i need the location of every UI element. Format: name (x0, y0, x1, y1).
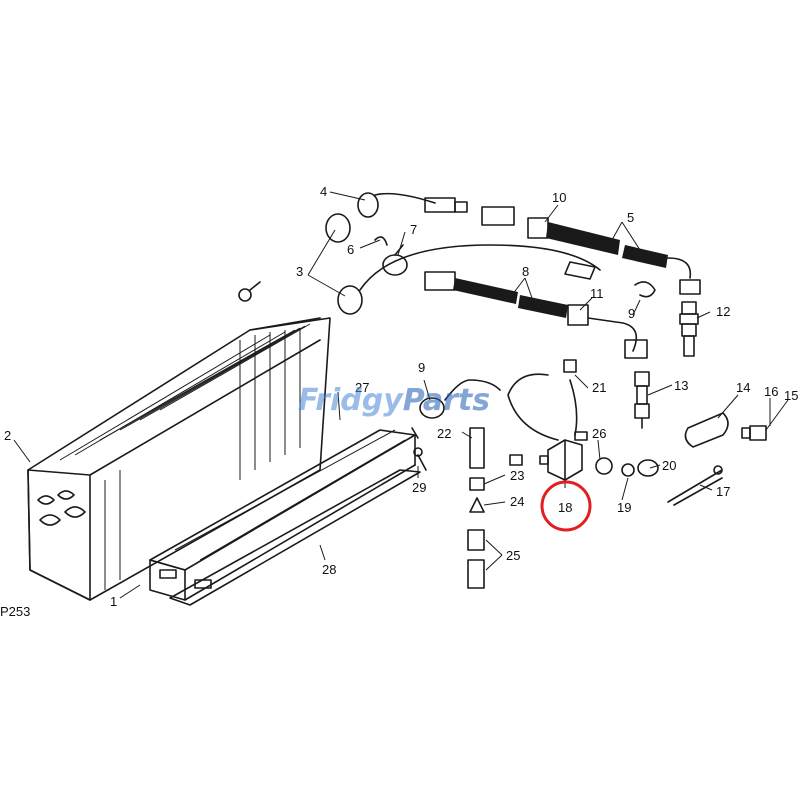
control-valve (507, 359, 635, 481)
callout-12: 12 (716, 304, 730, 319)
callout-13: 13 (674, 378, 688, 393)
callout-27: 27 (355, 380, 369, 395)
callout-25: 25 (506, 548, 520, 563)
callout-3: 3 (296, 264, 303, 279)
callout-labels: 1 2 3 4 5 6 7 8 9 9 10 11 12 13 14 15 16… (4, 184, 798, 609)
callout-4: 4 (320, 184, 327, 199)
callout-10: 10 (552, 190, 566, 205)
watermark-part-2: Parts (403, 383, 490, 418)
watermark-part-1: Fridgy (298, 383, 404, 418)
callout-26: 26 (592, 426, 606, 441)
heater-core (27, 281, 331, 601)
callout-9-right: 9 (628, 306, 635, 321)
watermark-text: FridgyParts (298, 383, 490, 418)
callout-11: 11 (590, 286, 604, 301)
callout-24: 24 (510, 494, 524, 509)
callout-15: 15 (784, 388, 798, 403)
callout-16: 16 (764, 384, 778, 399)
callout-21: 21 (592, 380, 606, 395)
highlight-circle (540, 480, 592, 532)
callout-8: 8 (522, 264, 529, 279)
callout-18: 18 (558, 500, 572, 515)
hose-assembly-lower (424, 261, 656, 359)
callout-22: 22 (437, 426, 451, 441)
callout-17: 17 (716, 484, 730, 499)
callout-9-left: 9 (418, 360, 425, 375)
callout-28: 28 (322, 562, 336, 577)
callout-29: 29 (412, 480, 426, 495)
callout-23: 23 (510, 468, 524, 483)
callout-7: 7 (410, 222, 417, 237)
callout-20: 20 (662, 458, 676, 473)
callout-5: 5 (627, 210, 634, 225)
figure-code: P253 (0, 604, 30, 619)
hose-assembly-upper (357, 192, 701, 295)
callout-1: 1 (110, 594, 117, 609)
right-fittings (634, 301, 767, 506)
fittings (325, 213, 601, 315)
callout-14: 14 (736, 380, 750, 395)
callout-19: 19 (617, 500, 631, 515)
watermark: FridgyParts (298, 383, 490, 418)
callout-6: 6 (347, 242, 354, 257)
tray-housing (149, 427, 421, 606)
callout-2: 2 (4, 428, 11, 443)
leader-lines (13, 191, 789, 599)
